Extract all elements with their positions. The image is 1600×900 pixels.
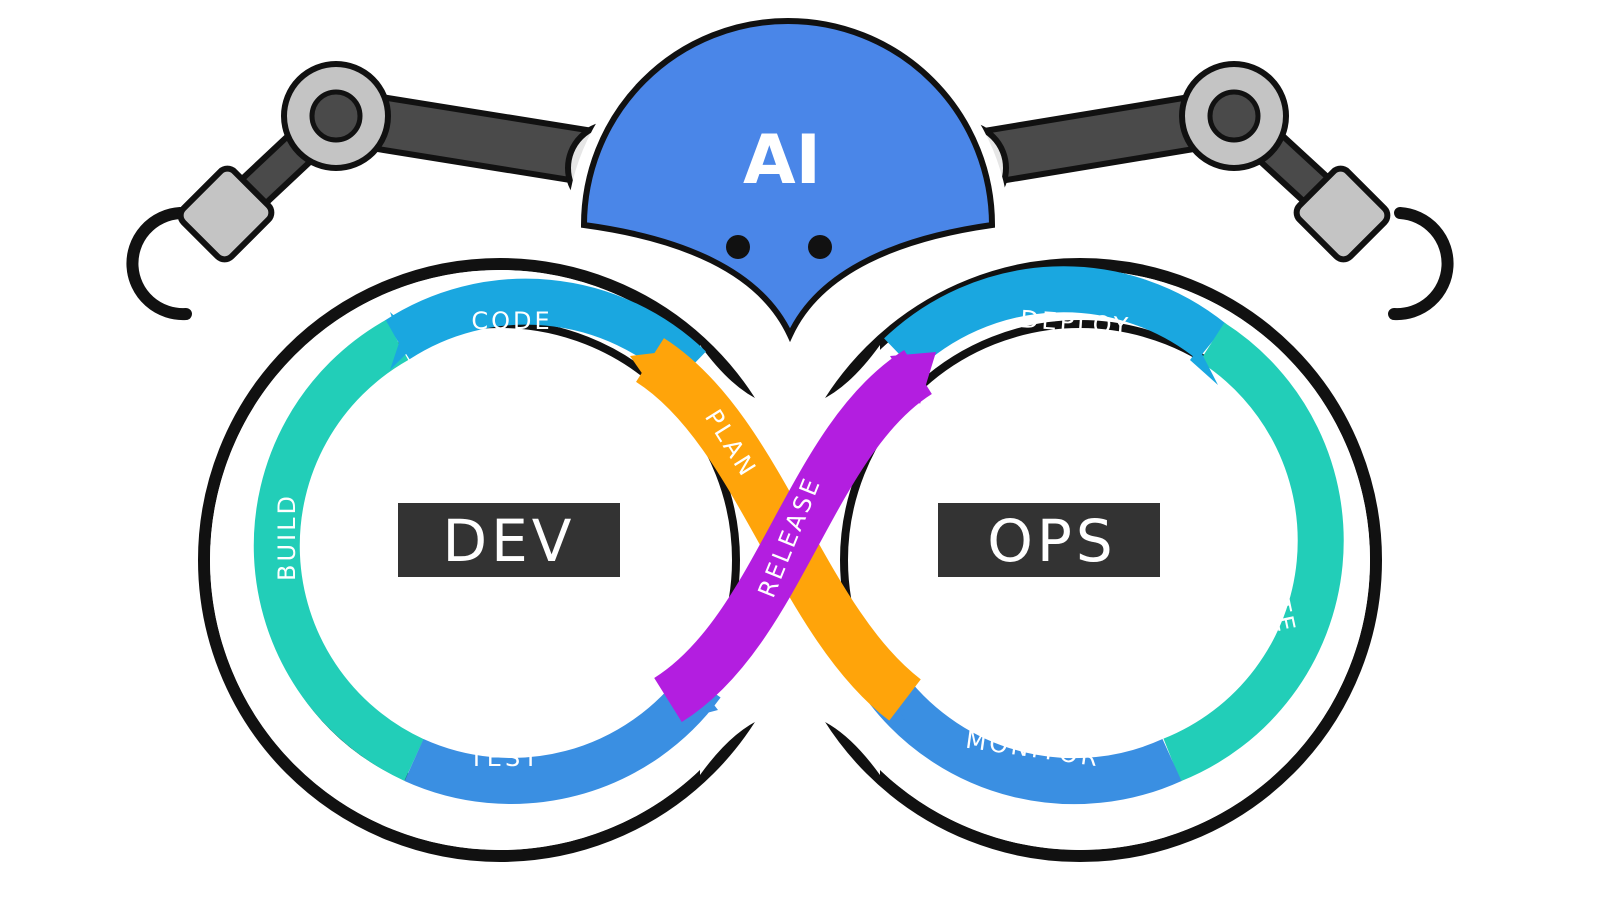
stage-code-label: CODE <box>471 307 552 335</box>
stage-test-label: TEST <box>468 744 541 772</box>
left-wrist <box>177 165 275 263</box>
stage-release-band <box>653 350 933 723</box>
robot-left-eye <box>726 235 750 259</box>
ops-label: OPS <box>987 507 1116 575</box>
ai-label: AI <box>743 121 821 200</box>
robot-head-shape <box>580 18 996 343</box>
stage-code-segment <box>384 278 706 385</box>
right-gripper-claw-icon <box>1388 207 1454 321</box>
stage-monitor-segment <box>869 675 1182 805</box>
dev-label-box <box>398 503 620 577</box>
stage-operate-segment <box>1163 322 1344 782</box>
right-robot-arm <box>927 61 1454 321</box>
robot-head: AI <box>566 13 1010 355</box>
arrow-head-plan <box>630 350 680 402</box>
arrow-head-deploy <box>1190 330 1218 385</box>
left-gripper-claw-icon <box>126 207 192 321</box>
ops-label-box <box>938 503 1160 577</box>
arrow-head-release <box>890 352 936 404</box>
stage-build-label: BUILD <box>273 493 301 581</box>
right-wrist <box>1293 165 1391 263</box>
stage-deploy-segment <box>884 266 1227 372</box>
infinity-loop: CODE TEST BUILD DEPLOY MONITOR OPERATE P… <box>198 258 1382 862</box>
stage-test-segment <box>404 670 721 804</box>
dev-label: DEV <box>443 507 576 575</box>
arrow-head-code <box>390 312 420 370</box>
stage-build-segment <box>253 319 424 781</box>
robot-right-eye <box>808 235 832 259</box>
